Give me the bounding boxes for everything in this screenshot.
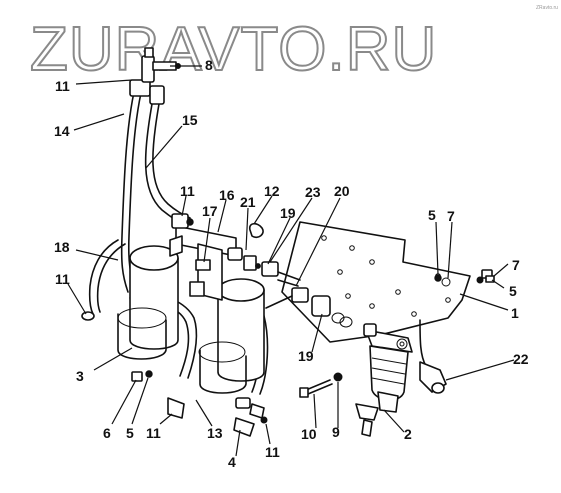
callout-1: 1	[511, 305, 519, 321]
callout-11-left: 11	[55, 271, 70, 287]
callout-12: 12	[264, 183, 280, 199]
callout-11-bottom-right: 11	[265, 444, 280, 460]
callout-19-lower: 19	[298, 348, 314, 364]
callout-23: 23	[305, 184, 321, 200]
callout-20: 20	[334, 183, 350, 199]
filter-right	[198, 278, 265, 394]
callout-21: 21	[240, 194, 256, 210]
callout-22: 22	[513, 351, 529, 367]
callout-13: 13	[207, 425, 223, 441]
corner-mark: ZRavto.ru	[536, 5, 558, 11]
bracket-bolts	[434, 269, 495, 287]
elbow-fitting-22	[419, 319, 447, 394]
callout-11-top: 11	[55, 78, 70, 94]
callout-14: 14	[54, 123, 70, 139]
callout-18: 18	[54, 239, 70, 255]
callout-5-top: 5	[428, 207, 436, 223]
callout-19-upper: 19	[280, 205, 296, 221]
fitting-group-upper	[171, 213, 301, 287]
callout-4: 4	[228, 454, 236, 470]
leader-lines	[67, 65, 515, 457]
callout-2: 2	[404, 426, 412, 442]
nut-9	[333, 372, 343, 382]
callout-6: 6	[103, 425, 111, 441]
callout-7-right: 7	[512, 257, 520, 273]
clamp-11-left	[81, 311, 95, 321]
callout-17: 17	[202, 203, 218, 219]
callout-5-bottom: 5	[126, 425, 134, 441]
callout-labels: 8 11 14 15 11 16 21 12 23 20 5 7 7 5 1 1…	[54, 57, 529, 470]
bolt-10	[299, 379, 333, 398]
callout-3: 3	[76, 368, 84, 384]
callout-7-top: 7	[447, 208, 455, 224]
callout-8: 8	[205, 57, 213, 73]
separator-unit	[355, 323, 413, 437]
hose-18	[88, 239, 126, 315]
callout-5-right: 5	[509, 283, 517, 299]
callout-10: 10	[301, 426, 317, 442]
callout-11-mid: 11	[180, 183, 195, 199]
callout-15: 15	[182, 112, 198, 128]
filter-left	[117, 245, 179, 360]
callout-16: 16	[219, 187, 235, 203]
fitting-group-bottom	[131, 370, 268, 437]
tee-fitting	[129, 47, 181, 105]
callout-11-bottom-left: 11	[146, 425, 161, 441]
callout-9: 9	[332, 424, 340, 440]
watermark-text: ZURAVTO.RU	[30, 15, 437, 84]
